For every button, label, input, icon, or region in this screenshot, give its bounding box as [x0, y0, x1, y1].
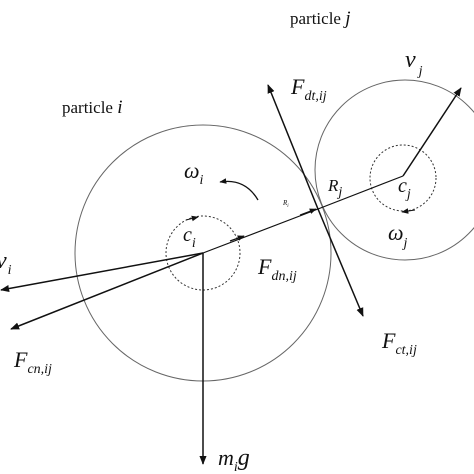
omega-i-label: ωi	[184, 158, 204, 188]
gravity-label: mig	[218, 445, 250, 474]
radius-i-small-label: Ri	[282, 199, 289, 209]
velocity-i-arrow	[0, 252, 204, 293]
center-line	[202, 208, 319, 254]
velocity-j-arrow	[402, 87, 462, 177]
particle-i-label: particle i	[62, 97, 123, 118]
radius-j-label: Rj	[327, 176, 342, 200]
center-i-label: ci	[183, 224, 196, 251]
force-ct-arrow	[317, 208, 364, 317]
force-dn-label: Fdn,ij	[257, 254, 297, 284]
radius-j-line	[317, 175, 404, 210]
force-ct-label: Fct,ij	[381, 328, 417, 358]
center-j-dotted-circle	[369, 144, 437, 212]
center-i-rotation-tick	[185, 215, 199, 222]
velocity-i-label: vi	[0, 248, 12, 278]
center-j-label: cj	[398, 175, 411, 202]
omega-i-curved-arrow	[219, 178, 259, 201]
particle-j-label: particle j	[290, 8, 351, 29]
particle-j-circle	[314, 79, 474, 261]
center-i-dotted-circle	[165, 215, 241, 291]
force-cn-arrow	[10, 252, 204, 330]
omega-j-label: ωj	[388, 220, 408, 251]
contact-point-arrowhead	[299, 208, 317, 216]
force-dt-arrow	[267, 84, 319, 210]
center-line-arrowhead	[229, 235, 245, 242]
center-j-rotation-tick	[401, 208, 416, 214]
force-dt-label: Fdt,ij	[290, 74, 327, 104]
force-cn-label: Fcn,ij	[13, 347, 52, 377]
